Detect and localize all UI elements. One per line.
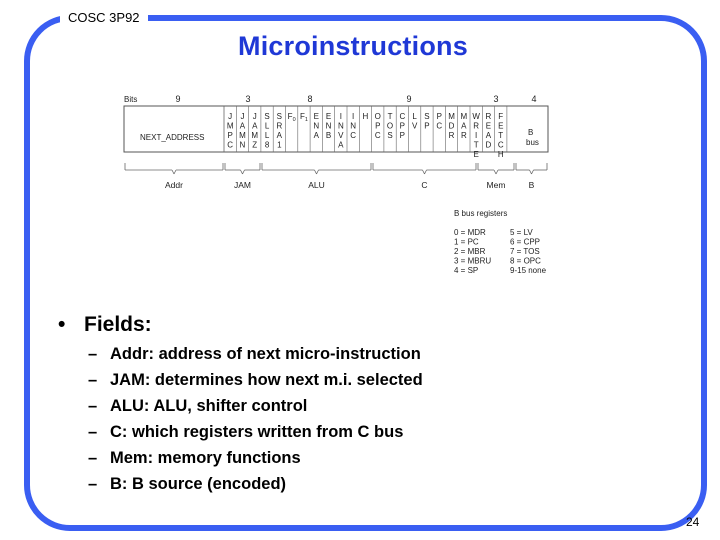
b-bus-register-entry: 8 = OPC	[510, 257, 541, 266]
field-column-label: H	[363, 112, 369, 121]
b-bus-register-entry: 3 = MBRU	[454, 257, 491, 266]
bit-width-label: 9	[406, 94, 411, 104]
b-bus-registers-title: B bus registers	[454, 209, 507, 218]
b-bus-register-entry: 5 = LV	[510, 228, 533, 237]
group-label: Addr	[165, 180, 183, 190]
b-bus-register-entry: 7 = TOS	[510, 247, 540, 256]
fields-heading: • Fields:	[58, 313, 152, 337]
group-brace	[529, 169, 532, 175]
field-description-item: –Addr: address of next micro-instruction	[88, 341, 423, 367]
group-brace	[422, 169, 425, 175]
bit-width-label: 9	[175, 94, 180, 104]
dash-bullet-icon: –	[88, 345, 98, 363]
field-description-item: –C: which registers written from C bus	[88, 419, 423, 445]
microinstruction-box	[123, 105, 549, 153]
b-bus-register-entry: 2 = MBR	[454, 247, 486, 256]
b-bus-register-entry: 0 = MDR	[454, 228, 486, 237]
dash-bullet-icon: –	[88, 397, 98, 415]
group-brace	[240, 169, 243, 175]
dash-bullet-icon: –	[88, 423, 98, 441]
b-bus-register-entry: 9-15 none	[510, 266, 547, 275]
field-description-text: B: B source (encoded)	[110, 475, 287, 493]
b-bus-register-entry: 6 = CPP	[510, 238, 540, 247]
group-label: ALU	[308, 180, 325, 190]
slide-title: Microinstructions	[238, 31, 468, 61]
dash-bullet-icon: –	[88, 475, 98, 493]
bits-label: Bits	[124, 95, 137, 104]
group-brace	[316, 169, 319, 175]
group-label: B	[529, 180, 535, 190]
b-bus-register-entry: 4 = SP	[454, 266, 478, 275]
field-description-text: Addr: address of next micro-instruction	[110, 345, 421, 363]
bit-width-label: 8	[307, 94, 312, 104]
fields-list: • Fields: –Addr: address of next micro-i…	[58, 313, 423, 493]
bullet-icon: •	[58, 313, 66, 336]
group-brace	[242, 169, 245, 175]
field-description-item: –JAM: determines how next m.i. selected	[88, 367, 423, 393]
field-description-item: –B: B source (encoded)	[88, 471, 423, 497]
group-brace	[314, 169, 317, 175]
group-brace	[495, 169, 499, 175]
group-brace	[173, 169, 177, 175]
field-description-item: –Mem: memory functions	[88, 445, 423, 471]
bit-width-label: 4	[531, 94, 536, 104]
field-description-text: C: which registers written from C bus	[110, 423, 404, 441]
field-column-label: F1	[300, 112, 308, 123]
group-brace	[531, 169, 534, 175]
field-column-label: F0	[288, 112, 296, 123]
group-brace	[493, 169, 497, 175]
group-label: JAM	[234, 180, 251, 190]
b-bus-register-entry: 1 = PC	[454, 238, 479, 247]
field-description-text: Mem: memory functions	[110, 449, 301, 467]
group-brace	[171, 169, 175, 175]
dash-bullet-icon: –	[88, 449, 98, 467]
field-description-item: –ALU: ALU, shifter control	[88, 393, 423, 419]
bit-width-label: 3	[245, 94, 250, 104]
group-label: Mem	[487, 180, 506, 190]
group-label: C	[421, 180, 427, 190]
page-number: 24	[686, 515, 700, 529]
fields-heading-text: Fields:	[84, 313, 152, 336]
group-brace	[424, 169, 427, 175]
field-description-text: ALU: ALU, shifter control	[110, 397, 308, 415]
fields-sub-list: –Addr: address of next micro-instruction…	[88, 341, 423, 497]
next-address-label: NEXT_ADDRESS	[140, 133, 204, 142]
dash-bullet-icon: –	[88, 371, 98, 389]
bit-width-label: 3	[493, 94, 498, 104]
course-label: COSC 3P92	[60, 7, 148, 28]
field-description-text: JAM: determines how next m.i. selected	[110, 371, 423, 389]
slide-frame	[24, 15, 707, 531]
